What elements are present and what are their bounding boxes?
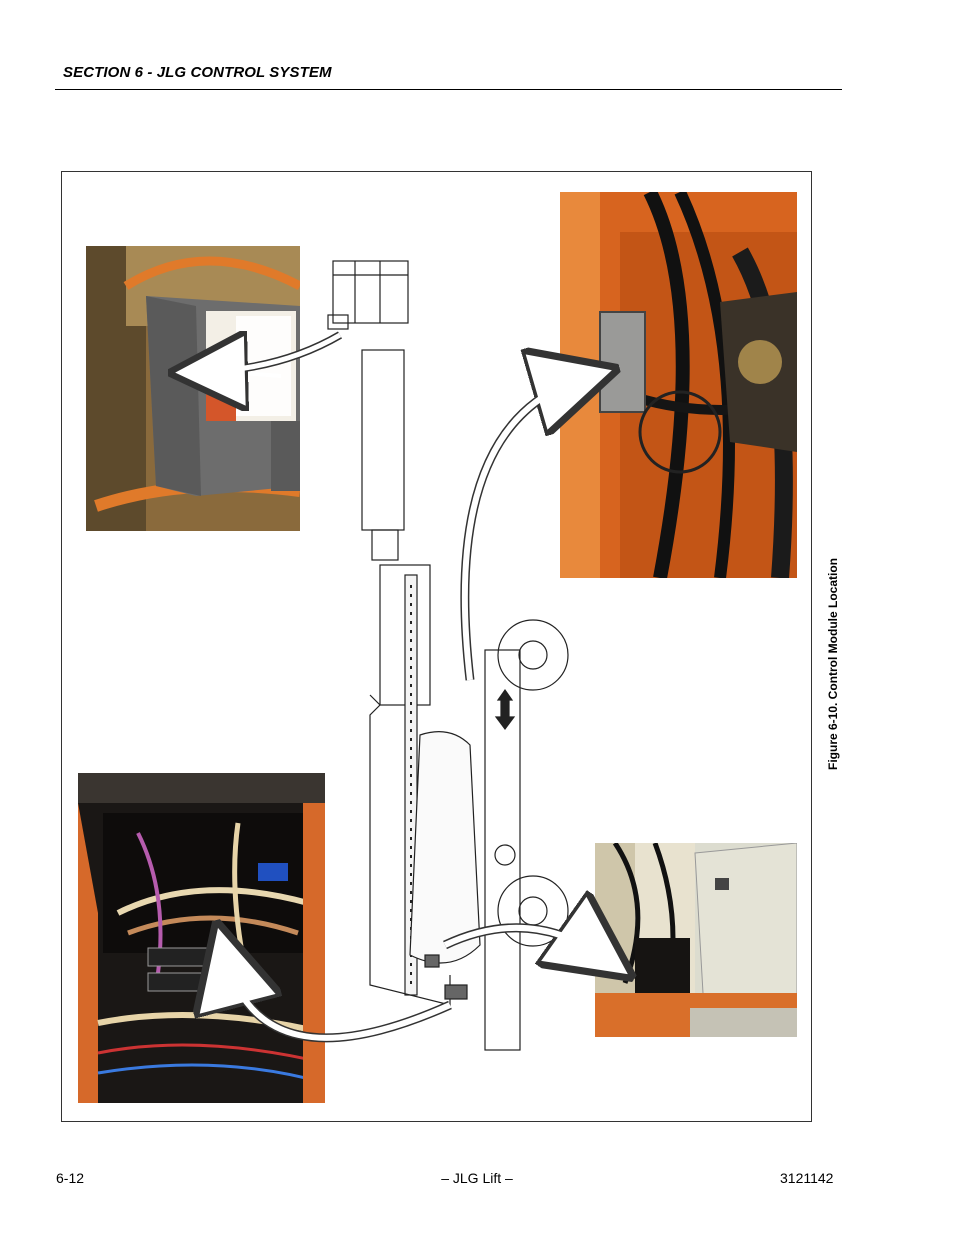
ground-control-wiring-photo	[78, 773, 325, 1103]
machine-line-drawing	[300, 255, 620, 1055]
figure-frame	[61, 171, 812, 1122]
document-number: 3121142	[780, 1170, 834, 1186]
chassis-module-photo	[595, 843, 797, 1037]
section-title: SECTION 6 - JLG CONTROL SYSTEM	[63, 64, 332, 81]
footer-title: – JLG Lift –	[441, 1170, 513, 1186]
platform-control-box-photo	[86, 246, 300, 531]
figure-caption: Figure 6-10. Control Module Location	[826, 557, 840, 770]
page-number: 6-12	[56, 1170, 85, 1186]
header-rule	[55, 89, 842, 90]
